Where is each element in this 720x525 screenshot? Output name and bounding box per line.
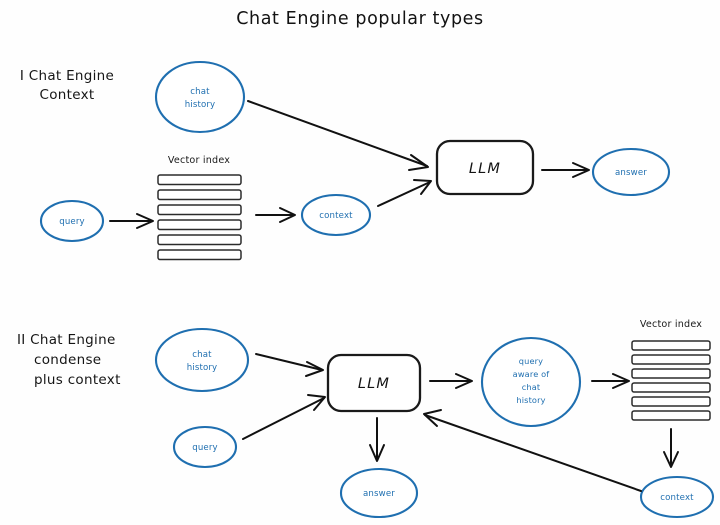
context-bottom-label: context (660, 493, 694, 503)
node-context-bottom[interactable]: context (639, 475, 715, 519)
vector-index-top-bar-2 (157, 189, 242, 201)
edge-llm-to-answer-bottom (369, 417, 385, 462)
node-llm-top[interactable]: LLM (435, 139, 535, 196)
chat-history-top-label-line1: chat (190, 87, 210, 97)
chat-history-bottom-shape (154, 327, 250, 393)
edge-query-to-index-top (109, 213, 154, 229)
context-bottom-shape (639, 475, 715, 519)
node-query-bottom[interactable]: query (172, 425, 238, 469)
edge-index-to-context-top (255, 207, 296, 223)
vector-index-top-label: Vector index (168, 155, 230, 166)
page-title: Chat Engine popular types (236, 9, 484, 29)
query-aware-label-line3: chat (522, 382, 541, 392)
query-top-label: query (59, 217, 85, 227)
llm-bottom-label: LLM (358, 376, 390, 392)
vector-index-bottom-bar-6 (631, 410, 711, 421)
section-label-context-line2: Context (40, 87, 95, 103)
section-label-condense-line3: plus context (34, 372, 121, 388)
query-aware-label-line1: query (519, 356, 543, 366)
vector-index-top-bar-1 (157, 174, 242, 186)
query-aware-shape (480, 336, 582, 428)
section-label-condense-line1: II Chat Engine (17, 332, 116, 348)
chat-history-top-shape (154, 60, 246, 134)
node-chat-history-top[interactable]: chat history (154, 60, 246, 134)
chat-history-bottom-label-line2: history (187, 363, 218, 373)
node-llm-bottom[interactable]: LLM (326, 353, 422, 413)
section-label-context: I Chat Engine Context (20, 68, 114, 103)
edge-llm-to-query-aware (429, 373, 473, 389)
vector-index-top-bar-5 (157, 234, 242, 246)
query-top-shape (39, 199, 105, 243)
query-aware-label-line4: history (516, 395, 545, 405)
node-context-top[interactable]: context (300, 193, 372, 237)
section-label-condense: II Chat Engine condense plus context (17, 332, 121, 388)
query-bottom-shape (172, 425, 238, 469)
edge-query-aware-to-index (591, 373, 630, 389)
edge-query-to-llm-bottom (242, 394, 326, 440)
vector-index-bottom: Vector index (631, 319, 711, 421)
vector-index-top-bar-4 (157, 219, 242, 231)
vector-index-bottom-label: Vector index (640, 319, 702, 330)
answer-top-shape (591, 147, 671, 197)
edge-llm-to-answer-top (541, 162, 590, 178)
query-aware-label-line2: aware of (513, 369, 551, 379)
chat-history-top-label-line2: history (185, 100, 216, 110)
query-bottom-label: query (192, 443, 218, 453)
node-query-aware-of-chat-history[interactable]: query aware of chat history (480, 336, 582, 428)
edge-context-to-llm-top (377, 179, 432, 207)
vector-index-top-bar-6 (157, 249, 242, 261)
vector-index-bottom-bar-3 (631, 368, 711, 379)
section-label-condense-line2: condense (34, 352, 101, 368)
vector-index-bottom-bar-2 (631, 354, 711, 365)
section-label-context-line1: I Chat Engine (20, 68, 114, 84)
vector-index-top: Vector index (157, 155, 242, 261)
vector-index-bottom-bar-4 (631, 382, 711, 393)
answer-top-label: answer (615, 168, 647, 178)
node-answer-bottom[interactable]: answer (339, 467, 419, 519)
context-top-label: context (319, 211, 353, 221)
node-query-top[interactable]: query (39, 199, 105, 243)
llm-bottom-shape (326, 353, 422, 413)
chat-history-bottom-label-line1: chat (192, 350, 212, 360)
llm-top-label: LLM (469, 161, 501, 177)
edge-context-to-llm-feedback (423, 409, 642, 492)
context-top-shape (300, 193, 372, 237)
vector-index-top-bar-3 (157, 204, 242, 216)
vector-index-bottom-bar-5 (631, 396, 711, 407)
node-answer-top[interactable]: answer (591, 147, 671, 197)
edge-chat-history-to-llm-bottom (255, 353, 324, 377)
edge-chat-history-to-llm-top (247, 100, 429, 171)
answer-bottom-label: answer (363, 489, 395, 499)
answer-bottom-shape (339, 467, 419, 519)
node-chat-history-bottom[interactable]: chat history (154, 327, 250, 393)
llm-top-shape (435, 139, 535, 196)
vector-index-bottom-bar-1 (631, 340, 711, 351)
edge-index-to-context-bottom (663, 428, 679, 468)
